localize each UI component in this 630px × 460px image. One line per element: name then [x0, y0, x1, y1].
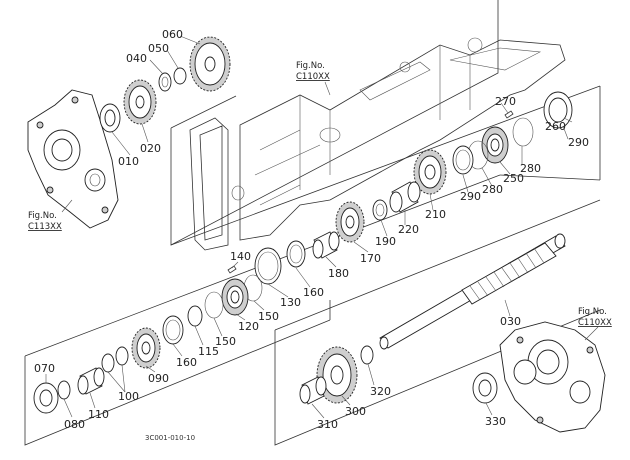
ring-190: [372, 199, 388, 221]
clip-140: [227, 265, 237, 274]
ring-150-b: [204, 291, 224, 319]
fig-ref-left-code: C113XX: [28, 222, 62, 232]
label-220: 220: [398, 223, 419, 236]
bearing-070: [33, 382, 59, 414]
label-280-a: 280: [520, 162, 541, 175]
transmission-case: [189, 37, 566, 251]
label-060: 060: [162, 28, 183, 41]
label-020: 020: [140, 142, 161, 155]
leader-lines: [45, 35, 599, 419]
bearing-010: [99, 103, 121, 133]
collar-040: [158, 72, 172, 92]
gear-300: [316, 346, 358, 404]
front-housing: [27, 89, 119, 229]
label-010: 010: [118, 155, 139, 168]
label-080: 080: [64, 418, 85, 431]
part-labels: 060 050 040 010 020 270 260 290 280 250 …: [34, 28, 589, 431]
frame-top: [170, 0, 601, 246]
label-190: 190: [375, 235, 396, 248]
label-160-b: 160: [176, 356, 197, 369]
ring-160-a: [286, 240, 306, 268]
label-270: 270: [495, 95, 516, 108]
ring-160-b: [162, 315, 184, 345]
label-110: 110: [88, 408, 109, 421]
ring-115: [187, 305, 203, 327]
label-040: 040: [126, 52, 147, 65]
label-030: 030: [500, 315, 521, 328]
label-290-a: 290: [568, 136, 589, 149]
gear-210: [413, 149, 447, 195]
label-170: 170: [360, 252, 381, 265]
label-250: 250: [503, 172, 524, 185]
label-180: 180: [328, 267, 349, 280]
ring-320: [360, 345, 374, 365]
fig-ref-top-code: C110XX: [296, 72, 330, 82]
needle-bearing-100: [101, 346, 129, 373]
label-150-b: 150: [215, 335, 236, 348]
drawing-code: 3C001-010-10: [145, 434, 195, 442]
fig-ref-right-heading: Fig.No.: [578, 307, 607, 317]
label-150-a: 150: [258, 310, 279, 323]
hub-250: [481, 126, 509, 164]
frame-bottom: [274, 199, 601, 446]
gear-060: [189, 36, 231, 92]
collar-110: [77, 367, 105, 395]
label-140: 140: [230, 250, 251, 263]
figure-references: Fig.No. C110XX Fig.No. C113XX Fig.No. C1…: [28, 61, 612, 328]
ring-280-a: [512, 117, 534, 147]
label-120: 120: [238, 320, 259, 333]
shaft-030: [379, 233, 566, 350]
gear-170: [335, 201, 365, 243]
label-320: 320: [370, 385, 391, 398]
label-310: 310: [317, 418, 338, 431]
collar-310: [299, 376, 327, 405]
gear-020: [123, 79, 157, 125]
rear-housing: [499, 321, 606, 433]
label-130: 130: [280, 296, 301, 309]
label-280-b: 280: [482, 183, 503, 196]
fig-ref-right-code: C110XX: [578, 318, 612, 328]
label-100: 100: [118, 390, 139, 403]
label-330: 330: [485, 415, 506, 428]
fig-ref-left-heading: Fig.No.: [28, 211, 57, 221]
label-290-b: 290: [460, 190, 481, 203]
label-260: 260: [545, 120, 566, 133]
gear-090: [131, 327, 161, 369]
collar-180: [312, 231, 340, 259]
label-210: 210: [425, 208, 446, 221]
label-160-a: 160: [303, 286, 324, 299]
ring-050: [173, 67, 187, 85]
bearing-330: [472, 372, 498, 404]
label-300: 300: [345, 405, 366, 418]
ring-080: [57, 380, 71, 400]
fig-ref-top-heading: Fig.No.: [296, 61, 325, 71]
hub-120: [221, 278, 249, 316]
clip-270: [504, 110, 514, 119]
label-070: 070: [34, 362, 55, 375]
ring-290: [452, 145, 474, 175]
collar-220: [389, 181, 421, 213]
bearing-260: [543, 91, 573, 129]
label-050: 050: [148, 42, 169, 55]
label-090: 090: [148, 372, 169, 385]
label-115: 115: [198, 345, 219, 358]
